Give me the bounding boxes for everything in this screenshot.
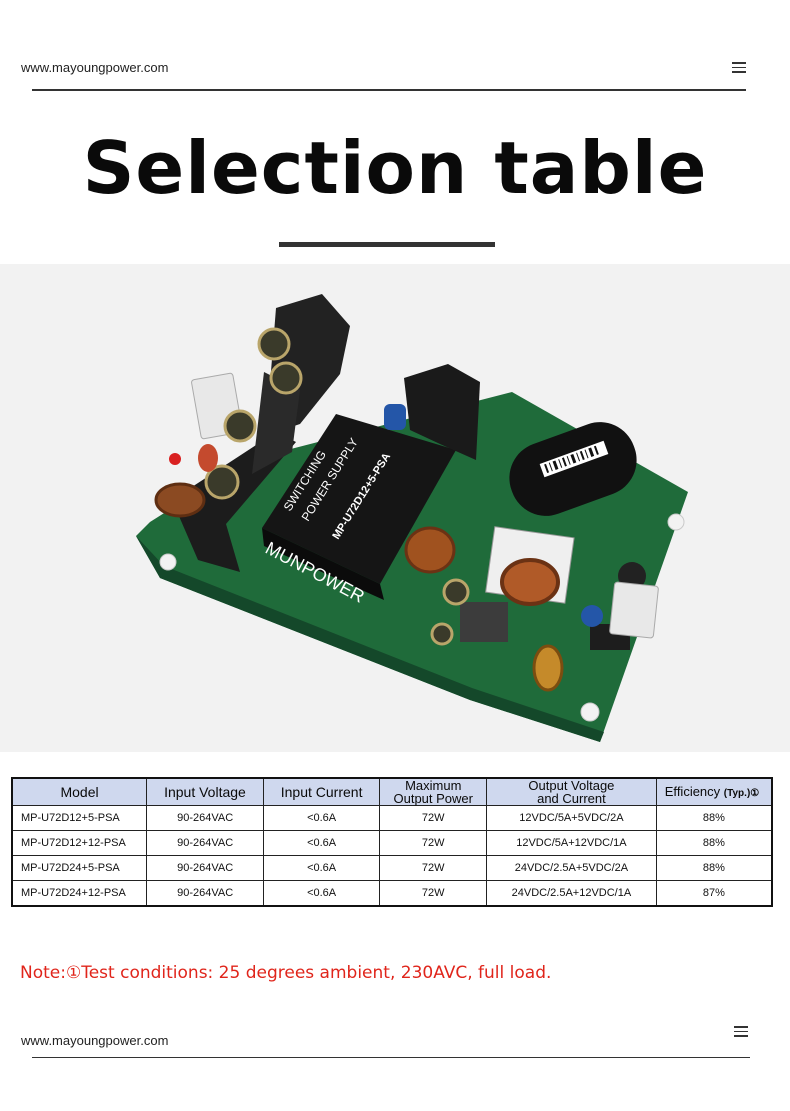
table-header-model: Model — [11, 777, 148, 806]
cell-input-current: <0.6A — [262, 855, 381, 881]
cell-max-power: 72W — [379, 880, 488, 907]
footer-site-url-link[interactable]: www.mayoungpower.com — [21, 1033, 169, 1048]
header-line: Output Voltage — [528, 778, 615, 793]
cell-input-voltage: 90-264VAC — [146, 880, 264, 907]
cell-max-power: 72W — [379, 830, 488, 856]
cell-model: MP-U72D24+12-PSA — [11, 880, 148, 907]
top-bar: www.mayoungpower.com — [0, 0, 790, 92]
table-row: MP-U72D12+5-PSA 90-264VAC <0.6A 72W 12VD… — [11, 805, 773, 831]
cell-output: 12VDC/5A+12VDC/1A — [486, 830, 657, 856]
header-line: Efficiency — [664, 783, 721, 799]
cell-output: 24VDC/2.5A+5VDC/2A — [486, 855, 657, 881]
cell-output: 12VDC/5A+5VDC/2A — [486, 805, 657, 831]
table-header-row: Model Input Voltage Input Current Maximu… — [11, 777, 773, 806]
table-header-input-voltage: Input Voltage — [146, 777, 264, 806]
cell-input-voltage: 90-264VAC — [146, 830, 264, 856]
cell-model: MP-U72D12+12-PSA — [11, 830, 148, 856]
table-row: MP-U72D12+12-PSA 90-264VAC <0.6A 72W 12V… — [11, 830, 773, 856]
psu-module — [262, 414, 456, 584]
table-row: MP-U72D24+12-PSA 90-264VAC <0.6A 72W 24V… — [11, 880, 773, 907]
cell-input-current: <0.6A — [262, 805, 381, 831]
table-header-input-current: Input Current — [262, 777, 381, 806]
header-footnote: (Typ.)① — [723, 787, 760, 799]
hamburger-menu-icon[interactable] — [732, 62, 746, 73]
table-header-efficiency: Efficiency (Typ.)① — [655, 777, 773, 806]
product-photo: MUNPOWER SWITCHING POWER SUPPLY MP-U72D1… — [0, 264, 790, 752]
header-line: Output Power — [393, 791, 473, 806]
cell-max-power: 72W — [379, 855, 488, 881]
cell-efficiency: 87% — [655, 880, 773, 907]
cell-input-voltage: 90-264VAC — [146, 855, 264, 881]
cell-efficiency: 88% — [655, 830, 773, 856]
selection-table: Model Input Voltage Input Current Maximu… — [11, 777, 773, 907]
table-row: MP-U72D24+5-PSA 90-264VAC <0.6A 72W 24VD… — [11, 855, 773, 881]
cell-output: 24VDC/2.5A+12VDC/1A — [486, 880, 657, 907]
cell-model: MP-U72D24+5-PSA — [11, 855, 148, 881]
page-title: Selection table — [82, 126, 708, 210]
cell-efficiency: 88% — [655, 855, 773, 881]
cell-efficiency: 88% — [655, 805, 773, 831]
footer-divider — [32, 1057, 750, 1058]
site-url-link[interactable]: www.mayoungpower.com — [21, 60, 169, 75]
cell-max-power: 72W — [379, 805, 488, 831]
top-divider — [32, 89, 746, 91]
title-underline — [279, 242, 495, 247]
test-conditions-note: Note:①Test conditions: 25 degrees ambien… — [20, 963, 552, 983]
header-line: and Current — [537, 791, 606, 806]
power-supply-board-image: MUNPOWER SWITCHING POWER SUPPLY MP-U72D1… — [136, 294, 688, 742]
cell-input-voltage: 90-264VAC — [146, 805, 264, 831]
cell-model: MP-U72D12+5-PSA — [11, 805, 148, 831]
header-line: Maximum — [405, 778, 462, 793]
cell-input-current: <0.6A — [262, 880, 381, 907]
cell-input-current: <0.6A — [262, 830, 381, 856]
footer-hamburger-menu-icon[interactable] — [734, 1026, 748, 1037]
